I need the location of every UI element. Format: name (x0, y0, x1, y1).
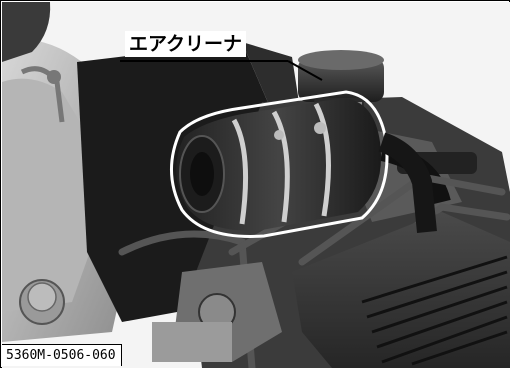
air-cleaner-label: エアクリーナ (125, 31, 246, 57)
figure-number: 5360M-0506-060 (2, 344, 122, 366)
